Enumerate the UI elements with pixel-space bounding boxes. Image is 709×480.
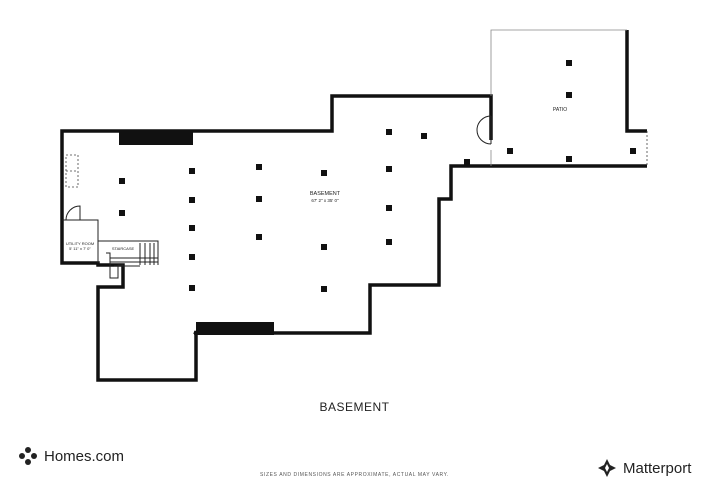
top-thick-wall	[119, 131, 193, 145]
column	[189, 225, 195, 231]
column	[256, 234, 262, 240]
utility-room-label: UTILITY ROOM	[66, 241, 94, 246]
matterport-brand: Matterport	[597, 458, 691, 478]
column	[119, 210, 125, 216]
support-columns	[119, 60, 636, 292]
bottom-thick-wall	[196, 322, 274, 335]
staircase-steps-outline	[106, 252, 123, 279]
column	[630, 148, 636, 154]
patio-room-label: PATIO	[553, 107, 567, 113]
column	[119, 178, 125, 184]
homes-logo-icon	[19, 447, 37, 465]
disclaimer-text: SIZES AND DIMENSIONS ARE APPROXIMATE, AC…	[260, 472, 449, 478]
column	[507, 148, 513, 154]
utility-door-swing	[65, 205, 81, 221]
floor-title: BASEMENT	[319, 400, 390, 414]
column	[566, 60, 572, 66]
column	[386, 205, 392, 211]
column	[189, 254, 195, 260]
column	[256, 164, 262, 170]
patio-outline	[490, 29, 627, 96]
column	[256, 196, 262, 202]
column	[421, 133, 427, 139]
matterport-logo-icon	[598, 459, 616, 477]
column	[321, 244, 327, 250]
column	[386, 239, 392, 245]
column	[566, 156, 572, 162]
utility-room-dims: 5' 11" x 7' 0"	[69, 246, 91, 251]
patio-right-wall	[625, 30, 647, 133]
basement-exterior-wall-lower	[194, 164, 647, 335]
utility-room-wall	[62, 219, 99, 263]
column	[189, 285, 195, 291]
column	[566, 92, 572, 98]
homes-brand: Homes.com	[18, 446, 124, 466]
basement-room-label: BASEMENT	[310, 191, 341, 197]
homes-brand-text: Homes.com	[44, 447, 125, 465]
column	[386, 129, 392, 135]
patio-door-swing	[476, 115, 492, 131]
basement-room-dims: 67' 2" x 35' 0"	[311, 198, 339, 203]
column	[321, 286, 327, 292]
matterport-brand-text: Matterport	[623, 459, 692, 477]
column	[464, 159, 470, 165]
patio-door-swing-2	[476, 129, 492, 145]
staircase-wall	[98, 240, 159, 265]
column	[189, 168, 195, 174]
column	[386, 166, 392, 172]
column	[189, 197, 195, 203]
basement-exterior-wall	[60, 94, 493, 382]
column	[321, 170, 327, 176]
staircase-label: STAIRCASE	[112, 246, 135, 251]
